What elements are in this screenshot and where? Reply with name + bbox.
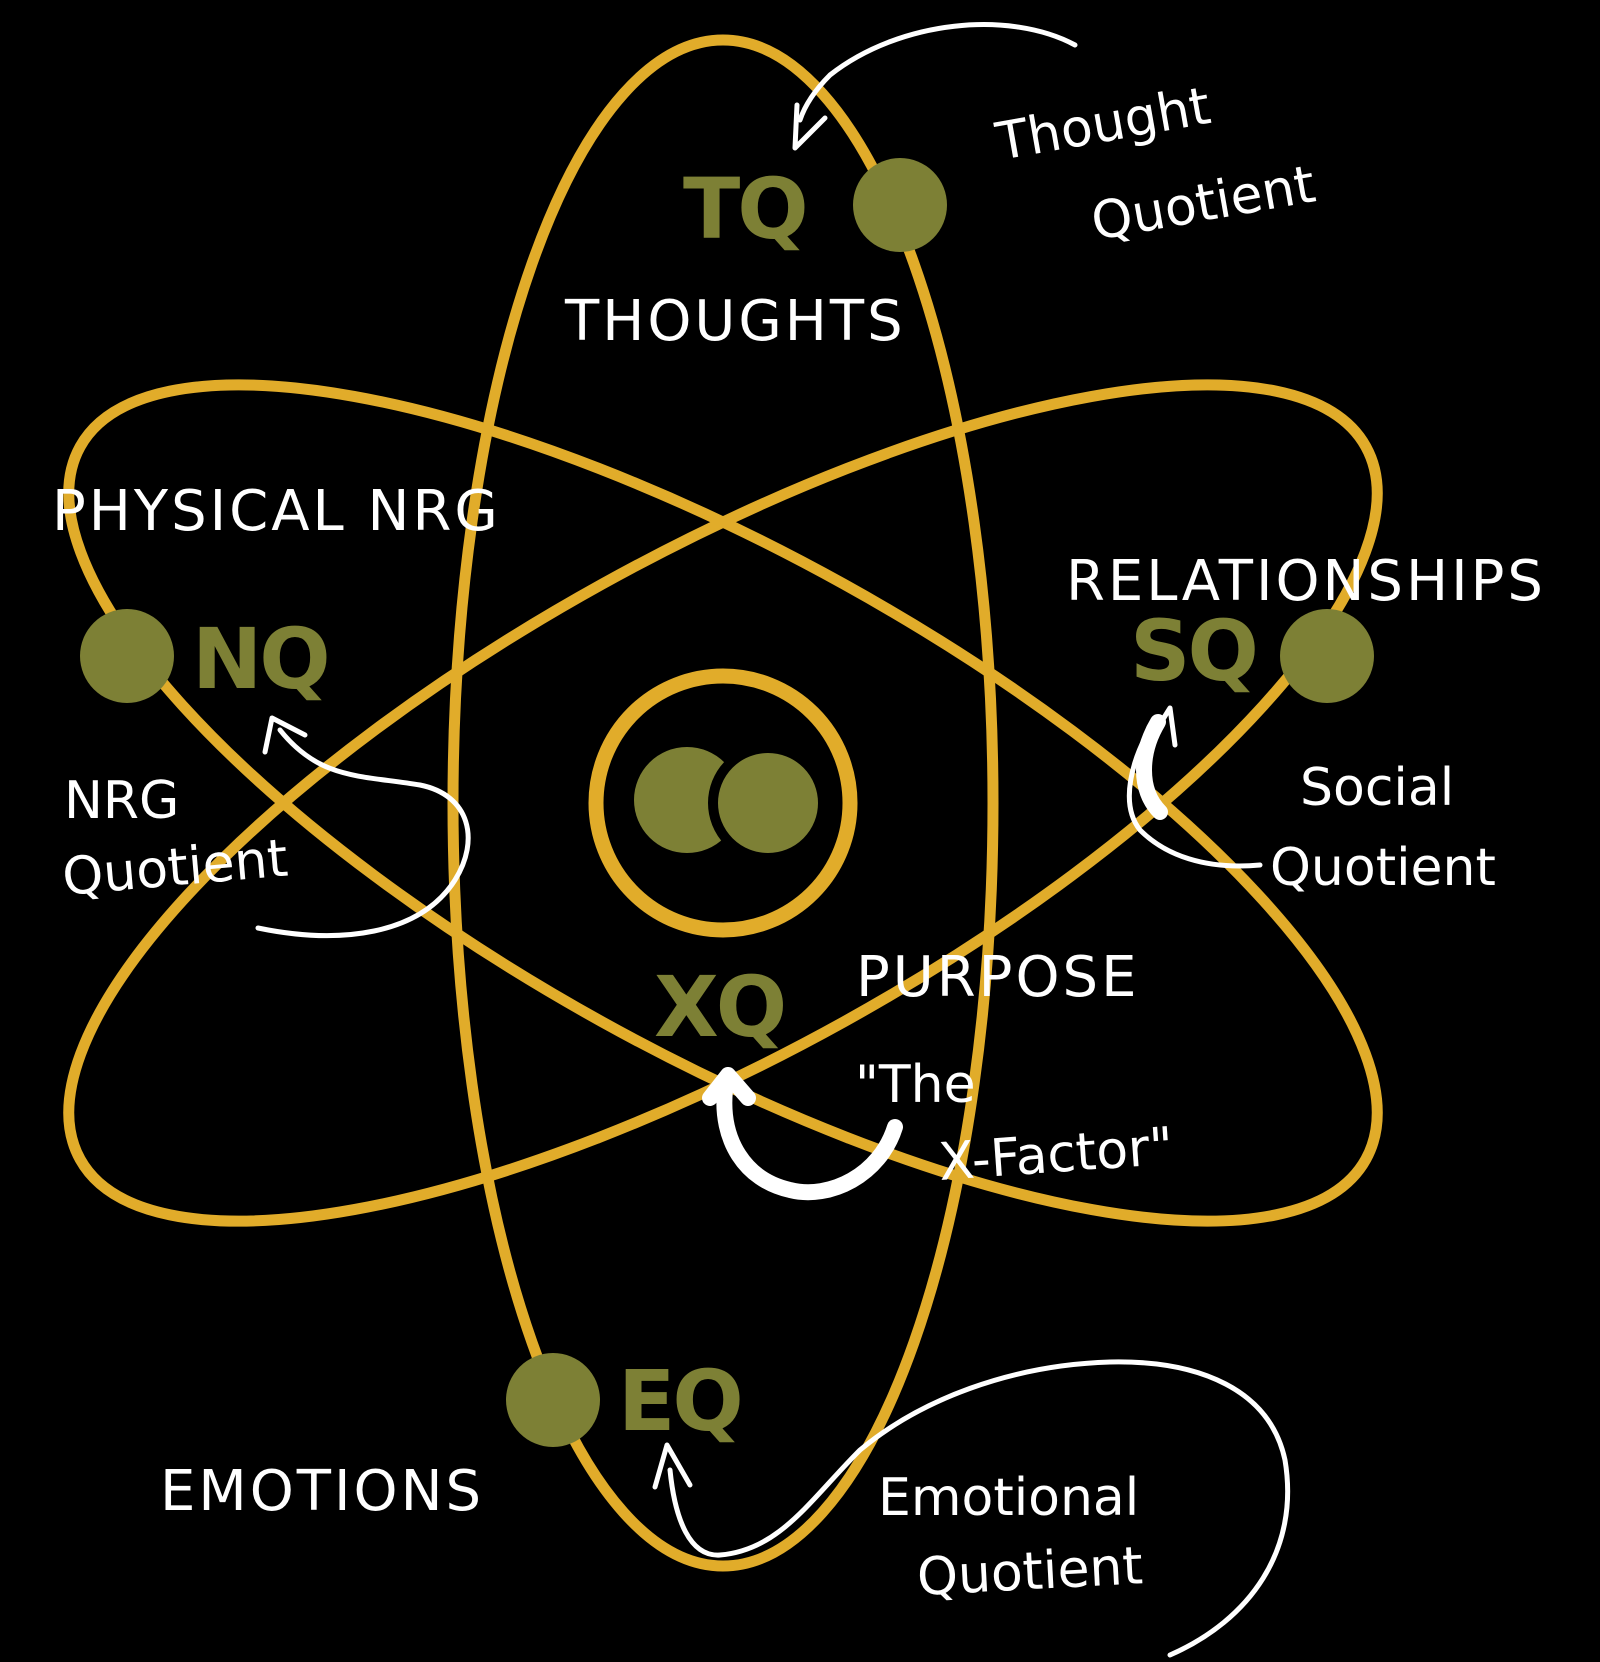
node-eq	[506, 1353, 600, 1447]
label-eq: EQ	[618, 1352, 741, 1450]
annotation-purpose: PURPOSE	[856, 945, 1139, 1010]
double-circle-icon	[634, 743, 828, 863]
annotation-nrg-quotient-line1: NRG	[64, 771, 179, 831]
annotation-thoughts: THOUGHTS	[564, 289, 906, 354]
label-nq: NQ	[192, 610, 328, 708]
node-nq	[80, 609, 174, 703]
orbit-ascending	[63, 379, 1383, 1227]
nucleus-right-circle	[708, 743, 828, 863]
annotation-social-quotient-line1: Social	[1300, 758, 1454, 818]
annotation-emotional-quotient-line1: Emotional	[878, 1468, 1139, 1528]
annotation-emotions: EMOTIONS	[160, 1459, 484, 1524]
orbit-descending	[63, 379, 1383, 1227]
node-tq	[853, 158, 947, 252]
arrows	[255, 22, 1291, 1658]
label-tq: TQ	[683, 160, 806, 258]
arrow-x-factor	[702, 1067, 903, 1201]
quotient-labels: TQ NQ SQ XQ EQ	[192, 160, 1259, 1450]
nucleus-icon	[588, 668, 858, 938]
nodes	[80, 158, 1374, 1447]
node-sq	[1280, 609, 1374, 703]
arrow-thought-quotient	[792, 22, 1078, 151]
arrow-nrg-quotient	[255, 715, 471, 938]
annotation-physical-nrg: PHYSICAL NRG	[52, 479, 501, 544]
annotation-emotional-quotient-line2: Quotient	[916, 1536, 1145, 1608]
annotation-relationships: RELATIONSHIPS	[1066, 549, 1546, 614]
label-xq: XQ	[654, 958, 784, 1056]
annotation-social-quotient-line2: Quotient	[1270, 838, 1496, 898]
nucleus-ring	[588, 668, 858, 938]
arrow-social-quotient	[1126, 705, 1263, 869]
annotation-x-factor-line1: "The	[855, 1055, 976, 1115]
arrow-emotional-quotient	[652, 1359, 1291, 1658]
label-sq: SQ	[1130, 602, 1256, 700]
